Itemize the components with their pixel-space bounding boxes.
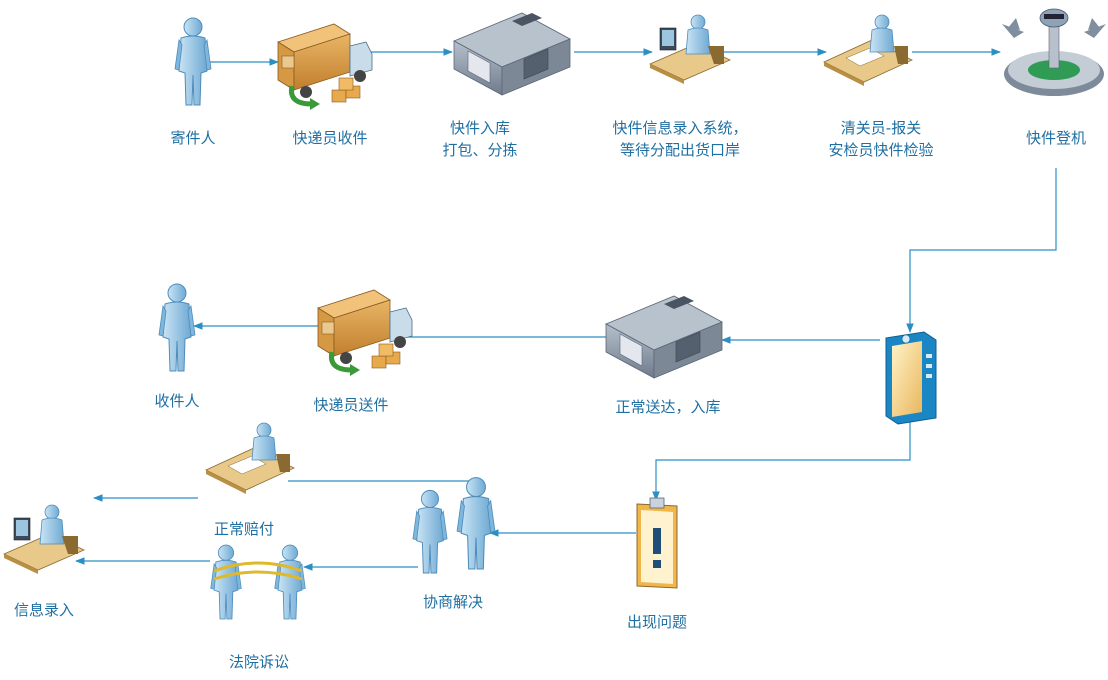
system-entry-label: 快件信息录入系统， 等待分配出货口岸 [612, 117, 747, 161]
computer-operator-icon [3, 504, 85, 575]
warehouse-icon [605, 295, 723, 379]
payment-desk-icon [205, 422, 295, 495]
connectors [75, 48, 1057, 571]
customs-label-line-2: 安检员快件检验 [828, 141, 934, 159]
system-entry-label-line-2: 等待分配出货口岸 [619, 141, 741, 159]
warehouse-icon [453, 12, 571, 96]
delivery-truck-icon [318, 290, 412, 376]
delivered-in-label: 正常送达，入库 [615, 398, 721, 416]
system-entry-label-line-1: 快件信息录入系统， [612, 119, 748, 137]
negotiate-label: 协商解决 [422, 593, 484, 611]
computer-operator-icon [649, 14, 731, 85]
delivery-truck-icon [278, 24, 372, 110]
lawsuit-label: 法院诉讼 [228, 653, 290, 671]
info-entry-label: 信息录入 [13, 601, 75, 619]
boarding-label: 快件登机 [1025, 129, 1087, 147]
sender-label: 寄件人 [170, 129, 216, 147]
alert-clipboard-icon [636, 497, 678, 589]
handshake-icon [412, 477, 496, 574]
warehouse-in-label-line-2: 打包、分拣 [442, 141, 518, 159]
compensation-label: 正常赔付 [213, 520, 275, 538]
courier-pickup-label: 快递员收件 [292, 129, 368, 147]
courier-delivery-label: 快递员送件 [313, 396, 389, 414]
warehouse-in-label: 快件入库 打包、分拣 [442, 117, 517, 161]
person-icon [174, 17, 212, 106]
connector-boarding-to-device [906, 168, 1057, 333]
inspector-desk-icon [823, 14, 913, 87]
server-device-icon [885, 331, 937, 425]
airport-icon [1002, 8, 1106, 96]
connector-device-to-problem [652, 420, 911, 501]
person-icon [158, 283, 196, 372]
warehouse-in-label-line-1: 快件入库 [449, 119, 511, 137]
problem-label: 出现问题 [626, 613, 688, 631]
receiver-label: 收件人 [154, 392, 200, 410]
customs-label-line-1: 清关员-报关 [840, 119, 922, 137]
tug-of-war-icon [210, 544, 306, 620]
customs-label: 清关员-报关 安检员快件检验 [828, 117, 933, 161]
